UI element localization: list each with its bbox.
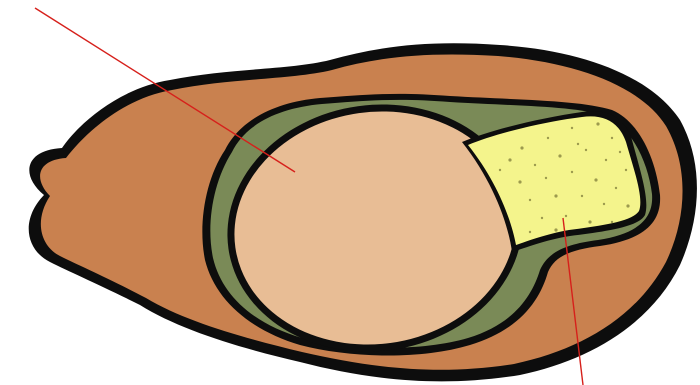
speckle-dot [594,178,597,181]
speckle-dot [534,164,536,166]
speckle-dot [596,122,599,125]
speckle-dot [577,143,579,145]
speckle-dot [571,171,573,173]
speckle-dot [554,194,557,197]
speckle-dot [565,215,567,217]
speckle-dot [588,220,591,223]
speckle-dot [520,146,523,149]
speckle-dot [626,204,629,207]
speckle-dot [518,180,521,183]
speckle-dot [581,195,583,197]
speckle-dot [603,203,605,205]
speckle-dot [529,199,531,201]
speckle-dot [499,169,501,171]
speckle-dot [508,158,511,161]
speckle-dot [558,154,561,157]
speckle-dot [529,231,531,233]
speckle-dot [619,151,621,153]
speckle-dot [605,159,607,161]
speckle-dot [554,228,557,231]
speckle-dot [541,217,543,219]
speckle-dot [547,137,549,139]
speckle-dot [585,149,587,151]
speckle-dot [611,221,613,223]
speckle-dot [615,187,617,189]
speckle-dot [571,127,573,129]
speckle-dot [625,169,627,171]
speckle-dot [545,177,547,179]
speckle-dot [611,137,613,139]
